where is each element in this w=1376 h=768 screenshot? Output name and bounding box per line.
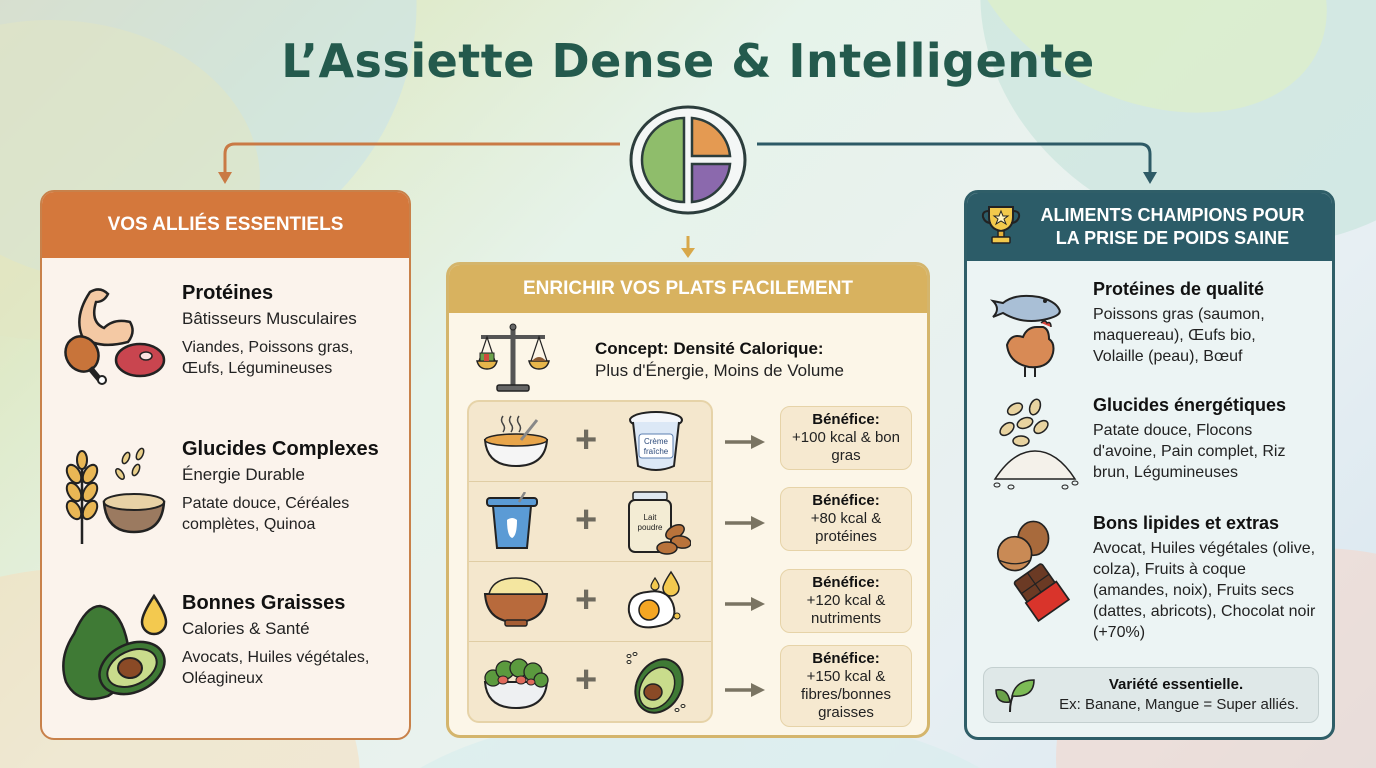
arrow-right-icon xyxy=(725,516,765,530)
trophy-icon xyxy=(981,206,1021,244)
plus-symbol: + xyxy=(575,659,598,701)
plus-symbol: + xyxy=(575,419,598,461)
plus-symbol: + xyxy=(575,499,598,541)
item-subtitle: Calories & Santé xyxy=(182,619,310,638)
item-description: Patate douce, Céréales complètes, Quinoa xyxy=(182,495,350,533)
combo-row: + xyxy=(469,562,711,642)
combo-row: + Crème fraîche xyxy=(469,402,711,482)
benefit-label: Bénéfice: xyxy=(812,574,880,591)
benefit-text: +150 kcal & fibres/bonnes graisses xyxy=(800,668,892,721)
oats-flour-icon xyxy=(993,398,1079,490)
item-title: Glucides énergétiques xyxy=(1093,395,1287,415)
item-description: Avocat, Huiles végétales (olive, colza),… xyxy=(1093,540,1316,641)
creme-fraiche-pot-icon: Crème fraîche xyxy=(629,411,683,471)
benefit-text: +80 kcal & protéines xyxy=(810,510,882,545)
svg-text:Lait: Lait xyxy=(644,513,658,522)
food-combinations-box: + Crème fraîche + Lait poudre xyxy=(467,400,713,723)
item-subtitle: Énergie Durable xyxy=(182,465,305,484)
benefit-label: Bénéfice: xyxy=(812,411,880,428)
combo-row: + Lait poudre xyxy=(469,482,711,562)
fish-chicken-icon xyxy=(989,294,1061,377)
fried-egg-oil-icon xyxy=(627,570,681,629)
salad-bowl-icon xyxy=(483,658,549,710)
benefit-label: Bénéfice: xyxy=(812,650,880,667)
svg-text:Crème: Crème xyxy=(644,437,669,446)
item-subtitle: Bâtisseurs Musculaires xyxy=(182,309,357,328)
middle-connector-arrow-icon xyxy=(681,236,695,258)
concept-title: Concept: Densité Calorique: xyxy=(595,339,824,358)
benefit-label: Bénéfice: xyxy=(812,492,880,509)
svg-text:fraîche: fraîche xyxy=(644,447,669,456)
svg-text:poudre: poudre xyxy=(638,523,663,532)
benefit-card: Bénéfice: +100 kcal & bon gras xyxy=(780,406,912,470)
mashed-potato-bowl-icon xyxy=(483,577,549,627)
arrow-right-icon xyxy=(725,597,765,611)
heading-line-2: LA PRISE DE POIDS SAINE xyxy=(1055,228,1290,248)
item-title: Glucides Complexes xyxy=(182,438,379,460)
wheat-grain-bowl-icon xyxy=(65,447,166,544)
benefit-text: +120 kcal & nutriments xyxy=(806,592,886,627)
item-title: Bonnes Graisses xyxy=(182,592,346,614)
benefit-card: Bénéfice: +120 kcal & nutriments xyxy=(780,569,912,633)
milk-powder-almonds-icon: Lait poudre xyxy=(628,491,691,555)
plus-symbol: + xyxy=(575,579,598,621)
yogurt-cup-icon xyxy=(486,492,538,549)
arrow-right-icon xyxy=(725,683,765,697)
nuts-chocolate-icon xyxy=(996,520,1071,623)
right-connector-arrow-icon xyxy=(757,142,1157,184)
page-title: L’Assiette Dense & Intelligente xyxy=(281,34,1095,88)
left-connector-arrow-icon xyxy=(218,142,620,184)
item-title: Protéines xyxy=(182,282,274,304)
item-description: Avocats, Huiles végétales, Oléagineux xyxy=(182,649,370,687)
essential-allies-panel: VOS ALLIÉS ESSENTIELS Protéines Bâtisseu… xyxy=(40,190,411,740)
calorie-density-concept: Concept: Densité Calorique: Plus d'Énerg… xyxy=(467,321,907,399)
item-description: Viandes, Poissons gras, Œufs, Légumineus… xyxy=(182,339,354,377)
item-description: Poissons gras (saumon, maquereau), Œufs … xyxy=(1093,306,1265,365)
item-title: Protéines de qualité xyxy=(1093,279,1265,299)
avocado-oil-drop-icon xyxy=(62,593,168,701)
muscle-meat-icon xyxy=(64,288,166,385)
balance-scale-icon xyxy=(476,323,550,392)
avocado-seeds-icon xyxy=(626,652,686,714)
champion-foods-panel: ALIMENTS CHAMPIONS POUR LA PRISE DE POID… xyxy=(964,190,1335,740)
combo-row: + xyxy=(469,642,711,721)
variety-text: Ex: Banane, Mangue = Super alliés. xyxy=(1059,696,1299,713)
benefit-text: +100 kcal & bon gras xyxy=(792,429,900,464)
benefit-card: Bénéfice: +150 kcal & fibres/bonnes grai… xyxy=(780,645,912,727)
concept-subtitle: Plus d'Énergie, Moins de Volume xyxy=(595,361,844,380)
sprout-leaf-icon xyxy=(995,679,1035,713)
benefit-card: Bénéfice: +80 kcal & protéines xyxy=(780,487,912,551)
item-description: Patate douce, Flocons d'avoine, Pain com… xyxy=(1093,422,1286,481)
panel-heading: ALIMENTS CHAMPIONS POUR LA PRISE DE POID… xyxy=(967,193,1332,261)
plate-divided-icon xyxy=(629,105,747,215)
item-title: Bons lipides et extras xyxy=(1093,513,1280,533)
panel-heading: ENRICHIR VOS PLATS FACILEMENT xyxy=(449,265,927,313)
variety-note: Variété essentielle. Ex: Banane, Mangue … xyxy=(983,667,1319,723)
panel-heading: VOS ALLIÉS ESSENTIELS xyxy=(42,192,409,258)
heading-line-1: ALIMENTS CHAMPIONS POUR xyxy=(1040,205,1305,225)
enrich-dishes-panel: ENRICHIR VOS PLATS FACILEMENT Concept: D… xyxy=(446,262,930,738)
soup-bowl-icon xyxy=(483,415,549,468)
arrow-right-icon xyxy=(725,435,765,449)
variety-title: Variété essentielle. xyxy=(1108,676,1244,693)
